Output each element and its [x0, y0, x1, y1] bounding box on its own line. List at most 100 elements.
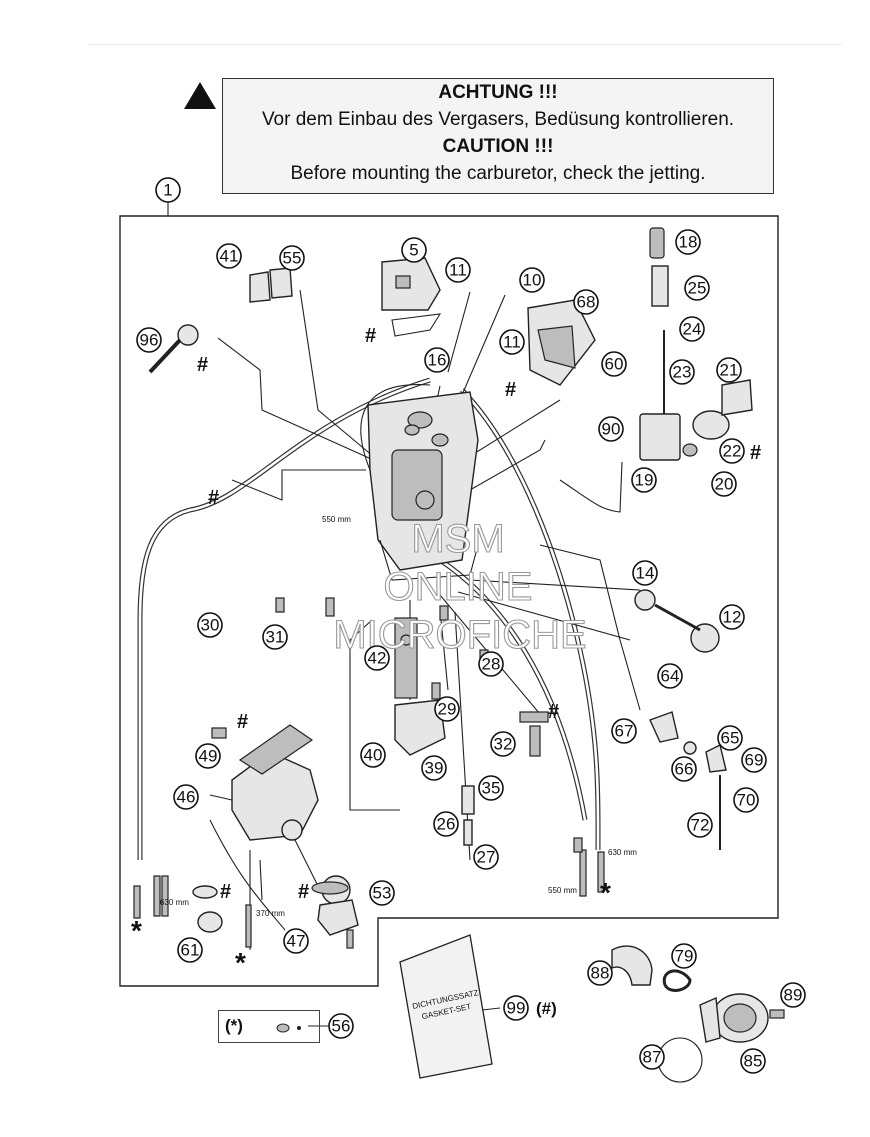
throttle-sensor: [527, 299, 596, 386]
part-callout: 41: [216, 243, 242, 269]
seal-kit-markers: # # # # # # # # #: [197, 325, 761, 903]
watermark: MSM ONLINE MICROFICHE: [333, 516, 587, 657]
part-callout: 31: [262, 624, 288, 650]
svg-text:28: 28: [482, 655, 501, 674]
wear-kit-box: (*): [218, 1010, 320, 1043]
svg-text:#: #: [237, 711, 248, 733]
part-callout: 19: [631, 467, 657, 493]
part-callout: 11: [499, 329, 525, 355]
svg-text:88: 88: [591, 964, 610, 983]
hose-lines: [137, 377, 623, 950]
part-callout: 24: [679, 316, 705, 342]
svg-text:12: 12: [723, 608, 742, 627]
carburetor-body: [367, 391, 479, 581]
part-callout: 46: [173, 784, 199, 810]
svg-text:35: 35: [482, 779, 501, 798]
wear-kit-markers: * * *: [131, 877, 611, 978]
svg-text:#: #: [220, 881, 231, 903]
part-callout: 66: [671, 756, 697, 782]
svg-text:69: 69: [745, 751, 764, 770]
part-callout: 26: [433, 811, 459, 837]
part-callout: 67: [611, 718, 637, 744]
svg-text:90: 90: [602, 420, 621, 439]
part-callout: 16: [424, 347, 450, 373]
svg-text:41: 41: [220, 247, 239, 266]
part-callout: 99: [503, 995, 529, 1021]
svg-text:47: 47: [287, 932, 306, 951]
part-callout: 32: [490, 731, 516, 757]
part-callout: 22: [719, 438, 745, 464]
svg-text:#: #: [750, 442, 761, 464]
throttle-linkage: [634, 589, 727, 850]
part-callout: 70: [733, 787, 759, 813]
measurement-550mm-top: 550 mm: [322, 515, 351, 524]
measurement-630mm-left: 630 mm: [160, 898, 189, 907]
svg-text:67: 67: [615, 722, 634, 741]
svg-text:5: 5: [409, 241, 418, 260]
svg-text:55: 55: [283, 249, 302, 268]
part-callout: 42: [364, 645, 390, 671]
svg-text:#: #: [298, 881, 309, 903]
part-callout: 30: [197, 612, 223, 638]
part-callout: 72: [687, 812, 713, 838]
gasket-set-package: DICHTUNGSSATZ GASKET-SET: [399, 934, 493, 1079]
part-callout: 11: [445, 257, 471, 283]
part-callout: 56: [328, 1013, 354, 1039]
svg-text:42: 42: [368, 649, 387, 668]
caution-notice: ACHTUNG !!! Vor dem Einbau des Vergasers…: [222, 78, 774, 194]
part-callout: 53: [369, 880, 395, 906]
svg-text:60: 60: [605, 355, 624, 374]
svg-text:20: 20: [715, 475, 734, 494]
caution-text-en: Before mounting the carburetor, check th…: [290, 163, 706, 184]
float-bowl: [209, 724, 319, 841]
part-callout: 10: [519, 267, 545, 293]
caution-heading-de: ACHTUNG !!!: [438, 82, 558, 103]
warning-triangle-icon: [184, 82, 216, 109]
part-callout: 61: [177, 937, 203, 963]
part-callout: 69: [741, 747, 767, 773]
svg-text:46: 46: [177, 788, 196, 807]
part-callout: 79: [671, 943, 697, 969]
part-callout: 28: [478, 651, 504, 677]
svg-text:64: 64: [661, 667, 680, 686]
svg-text:#: #: [197, 354, 208, 376]
seal-kit-reference: (#): [536, 999, 557, 1018]
measurement-630mm-right: 630 mm: [608, 848, 637, 857]
wear-kit-parts-icon: [276, 1023, 301, 1033]
svg-text:1: 1: [163, 181, 172, 200]
part-callout: 5: [401, 237, 427, 263]
svg-text:11: 11: [503, 333, 521, 352]
caution-heading-en: CAUTION !!!: [442, 136, 554, 157]
svg-text:70: 70: [737, 791, 756, 810]
svg-text:*: *: [600, 877, 611, 908]
svg-text:30: 30: [201, 616, 220, 635]
part-callout: 18: [675, 229, 701, 255]
svg-text:16: 16: [428, 351, 447, 370]
carburetor-assembly-frame: [119, 215, 779, 987]
svg-text:21: 21: [720, 361, 739, 380]
part-callout: 49: [195, 743, 221, 769]
svg-text:68: 68: [577, 293, 596, 312]
watermark-line-2: ONLINE: [384, 565, 533, 609]
part-callout: 39: [421, 755, 447, 781]
svg-text:24: 24: [683, 320, 702, 339]
part-callout: 89: [780, 982, 806, 1008]
svg-text:23: 23: [673, 363, 692, 382]
svg-text:40: 40: [364, 746, 383, 765]
part-callout: 55: [279, 245, 305, 271]
choke-assembly: [394, 617, 446, 756]
svg-text:89: 89: [784, 986, 803, 1005]
part-callout: 47: [283, 928, 309, 954]
accelerator-pump-cover: [311, 875, 359, 936]
svg-text:72: 72: [691, 816, 710, 835]
part-callout: 40: [360, 742, 386, 768]
part-callout: 29: [434, 696, 460, 722]
svg-text:10: 10: [523, 271, 542, 290]
svg-text:53: 53: [373, 884, 392, 903]
part-callout: 23: [669, 359, 695, 385]
top-cover: [381, 257, 442, 337]
part-callout: 64: [657, 663, 683, 689]
float-chamber-unit: [639, 379, 753, 461]
measurement-550mm-right: 550 mm: [548, 886, 577, 895]
